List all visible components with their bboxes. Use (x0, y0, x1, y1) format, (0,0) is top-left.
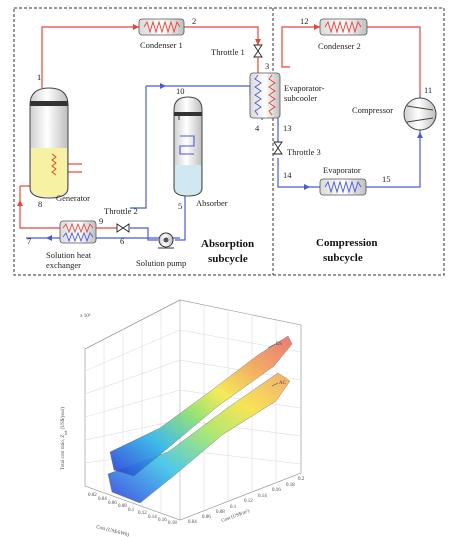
solution-heat-exchanger (59, 220, 97, 244)
throttle-3-valve (273, 141, 283, 155)
surface-es (109, 335, 293, 477)
x-tick-3: 0.08 (118, 504, 127, 509)
y-tick-3: 0.1 (230, 505, 237, 510)
surface-ac (107, 372, 291, 504)
x-axis-label: Cost (US$/kWh) (96, 525, 130, 537)
surface-es-label: ES (276, 342, 282, 347)
compressor (403, 97, 437, 131)
point-14: 14 (283, 170, 292, 180)
point-7: 7 (27, 236, 31, 246)
point-6: 6 (120, 236, 124, 246)
condenser-2 (319, 18, 368, 36)
point-8: 8 (38, 199, 42, 209)
z-exponent: x 10⁶ (80, 313, 91, 319)
absorption-subcycle-label-2: subcycle (208, 253, 248, 265)
absorber (173, 96, 203, 197)
point-15: 15 (382, 174, 391, 184)
schematic: Condenser 1 Condenser 2 Throttle 1 Evapo… (13, 7, 445, 276)
evaporator-subcooler (249, 72, 281, 119)
point-9: 9 (99, 216, 103, 226)
throttle-2-valve (116, 223, 130, 233)
compression-subcycle-label-2: subcycle (323, 252, 363, 264)
surface-plot: ES AC x 10⁶ Total cost ratio, Ztot (US$/… (61, 299, 305, 537)
generator-label: Generator (56, 193, 90, 203)
compression-subcycle-label-1: Compression (316, 237, 378, 249)
y-tick-4: 0.12 (244, 499, 253, 504)
y-tick-7: 0.18 (286, 483, 295, 488)
point-10: 10 (176, 86, 185, 96)
evaporator (319, 178, 367, 196)
compressor-label: Compressor (352, 105, 393, 115)
hot-arrows (17, 24, 320, 206)
y-axis-ticks: 0.04 0.06 0.08 0.1 0.12 0.14 0.16 0.18 0… (188, 477, 305, 525)
evaporator-subcooler-label-2: subcooler (284, 93, 317, 103)
y-tick-0: 0.04 (188, 520, 197, 525)
x-tick-8: 0.18 (168, 521, 177, 526)
throttle-2-label: Throttle 2 (104, 206, 138, 216)
y-tick-2: 0.08 (216, 510, 225, 515)
y-tick-1: 0.06 (202, 515, 211, 520)
solution-hx-label-1: Solution heat (46, 250, 92, 260)
throttle-3-label: Throttle 3 (287, 147, 321, 157)
point-2: 2 (192, 16, 196, 26)
condenser-1-label: Condenser 1 (140, 40, 183, 50)
x-tick-0: 0.02 (88, 493, 97, 498)
x-tick-4: 0.1 (128, 508, 135, 513)
y-tick-5: 0.14 (258, 494, 267, 499)
y-tick-6: 0.16 (272, 488, 281, 493)
z-axis-label: Total cost ratio, Ztot (US$/year) (61, 407, 68, 470)
x-tick-6: 0.14 (148, 515, 157, 520)
x-tick-1: 0.04 (98, 497, 107, 502)
point-5: 5 (178, 201, 182, 211)
y-tick-8: 0.2 (298, 477, 305, 482)
point-12: 12 (300, 16, 309, 26)
point-11: 11 (424, 85, 432, 95)
y-axis-label: Cost (US$/m³) (221, 508, 251, 524)
surface-ac-label: AC (279, 381, 287, 386)
x-axis-ticks: 0.02 0.04 0.06 0.08 0.1 0.12 0.14 0.16 0… (88, 493, 177, 526)
point-13: 13 (283, 123, 292, 133)
cold-arrows (46, 83, 423, 241)
outer-boundary (13, 7, 445, 276)
solution-pump (158, 232, 174, 249)
absorption-subcycle-label-1: Absorption (201, 238, 254, 250)
x-tick-7: 0.16 (158, 518, 167, 523)
evaporator-subcooler-label-1: Evaporator- (284, 83, 325, 93)
plot-box (84, 299, 302, 521)
solution-hx-label-2: exchanger (46, 260, 81, 270)
state-points: 1 2 3 4 5 6 7 8 9 10 11 12 13 14 15 (27, 16, 432, 246)
x-tick-5: 0.12 (138, 511, 147, 516)
point-3: 3 (265, 61, 269, 71)
generator (29, 87, 69, 199)
throttle-1-valve (253, 44, 263, 58)
x-tick-2: 0.06 (108, 501, 117, 506)
condenser-2-label: Condenser 2 (318, 41, 361, 51)
point-4: 4 (255, 123, 260, 133)
evaporator-label: Evaporator (323, 165, 361, 175)
throttle-1-label: Throttle 1 (211, 47, 245, 57)
point-1: 1 (37, 72, 41, 82)
absorber-label: Absorber (196, 198, 228, 208)
solution-pump-label: Solution pump (136, 258, 186, 268)
condenser-1 (138, 18, 185, 36)
